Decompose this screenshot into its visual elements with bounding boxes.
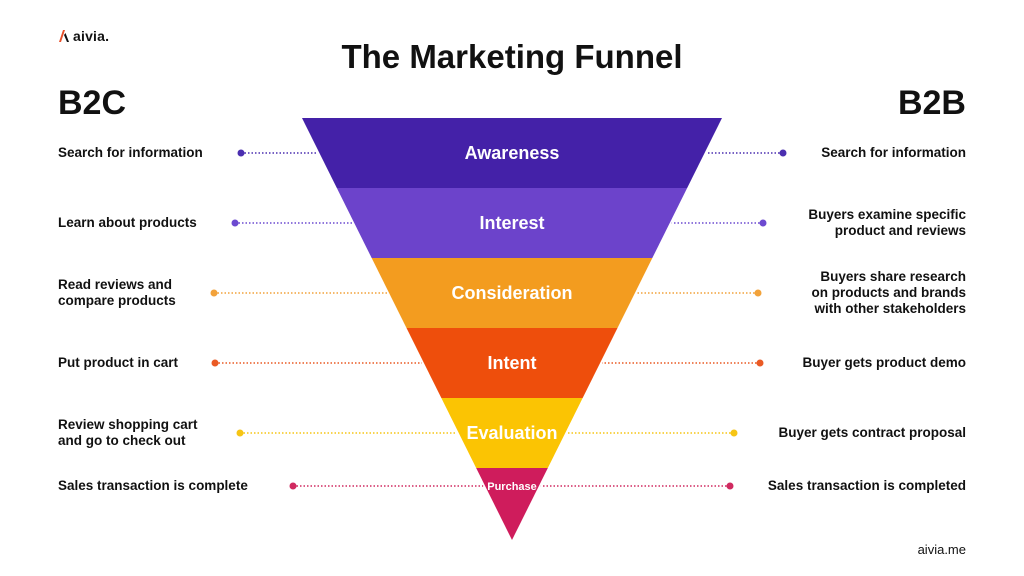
b2b-description-line: Search for information — [821, 145, 966, 160]
logo-mark-icon — [59, 30, 69, 42]
left-connector-dot — [231, 219, 239, 227]
b2b-description: Buyer gets product demo — [802, 355, 966, 371]
b2c-description: Learn about products — [58, 215, 197, 231]
b2c-description-line: Put product in cart — [58, 355, 179, 370]
left-connector-dot — [289, 482, 297, 490]
left-connector-dot — [211, 359, 219, 367]
left-connector-dot — [237, 149, 245, 157]
b2c-description-line: Review shopping cart — [58, 417, 198, 432]
funnel-stage-awareness — [302, 118, 722, 188]
b2b-description-line: on products and brands — [811, 285, 966, 300]
b2b-description-line: Buyers share research — [820, 269, 966, 284]
b2b-description-line: Buyers examine specific — [808, 207, 966, 222]
right-connector-dot — [730, 429, 738, 437]
funnel-stage-label: Interest — [479, 213, 544, 233]
brand-logo: aivia. — [58, 28, 109, 44]
b2c-description: Sales transaction is complete — [58, 478, 248, 494]
b2b-description: Sales transaction is completed — [768, 478, 966, 494]
b2b-description-line: Buyer gets contract proposal — [778, 425, 966, 440]
funnel-stage-label: Consideration — [451, 283, 572, 303]
b2b-description-line: Buyer gets product demo — [802, 355, 966, 370]
right-connector-dot — [756, 359, 764, 367]
b2b-description-line: Sales transaction is completed — [767, 478, 966, 493]
b2c-description-line: compare products — [58, 293, 176, 308]
b2b-heading: B2B — [897, 84, 966, 122]
left-connector-dot — [210, 289, 218, 297]
b2c-description-line: Sales transaction is complete — [58, 478, 248, 493]
funnel-stage-label: Intent — [488, 353, 537, 373]
right-connector-dot — [754, 289, 762, 297]
b2c-description-line: and go to check out — [58, 433, 186, 448]
funnel-stage-label: Purchase — [487, 481, 537, 493]
b2c-description-line: Learn about products — [58, 215, 197, 230]
b2c-description-line: Read reviews and — [58, 277, 173, 292]
right-connector-dot — [779, 149, 787, 157]
b2c-description: Put product in cart — [58, 355, 178, 371]
left-connector-dot — [236, 429, 244, 437]
funnel-stage-evaluation — [441, 398, 583, 468]
funnel-stage-consideration — [371, 258, 653, 328]
funnel-stage-purchase — [476, 468, 548, 540]
funnel-stage-label: Evaluation — [466, 423, 557, 443]
brand-name: aivia. — [73, 28, 110, 44]
b2c-description: Search for information — [58, 145, 203, 161]
funnel-stage-interest — [336, 188, 688, 258]
right-connector-dot — [726, 482, 734, 490]
funnel-stage-intent — [406, 328, 618, 398]
b2c-heading: B2C — [58, 84, 127, 122]
b2c-description-line: Search for information — [58, 145, 203, 160]
right-connector-dot — [759, 219, 767, 227]
footer-url: aivia.me — [917, 542, 966, 557]
b2b-description: Buyer gets contract proposal — [778, 425, 966, 441]
funnel-stage-label: Awareness — [465, 143, 560, 163]
page-title: The Marketing Funnel — [341, 38, 683, 75]
b2b-description-line: with other stakeholders — [814, 301, 966, 316]
b2b-description-line: product and reviews — [834, 223, 966, 238]
b2b-description: Search for information — [821, 145, 966, 161]
